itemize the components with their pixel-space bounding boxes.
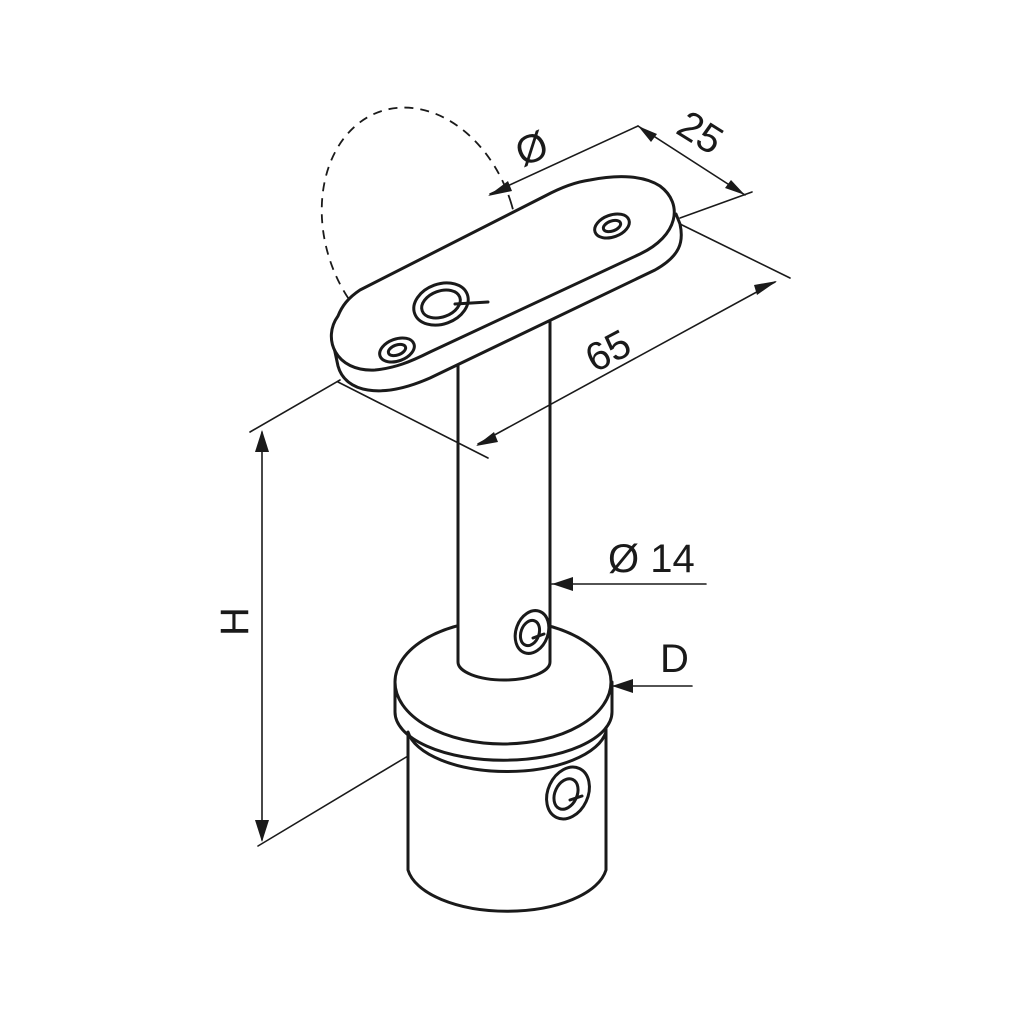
height-dimension [249, 379, 409, 847]
plate-length-label: 65 [578, 321, 638, 381]
left-mount-hole-icon [378, 336, 416, 364]
base-diameter-dimension [611, 679, 693, 693]
base-socket [393, 618, 614, 913]
center-screw-icon [412, 281, 490, 327]
right-mount-hole-icon [593, 212, 631, 240]
rail-diameter-dimension [488, 125, 639, 196]
plate-width-dimension [637, 125, 753, 219]
stem-diameter-label: Ø 14 [608, 537, 695, 581]
plate-length-dimension [337, 223, 791, 459]
stem-set-screw-icon [513, 609, 551, 655]
socket-set-screw-icon [545, 765, 591, 821]
base-diameter-label: D [660, 637, 689, 681]
stem-diameter-dimension [551, 577, 707, 591]
plate-width-label: 25 [669, 103, 730, 164]
stem-tube [456, 316, 552, 682]
height-label: H [213, 607, 257, 636]
handrail-profile-dashed [320, 106, 520, 354]
saddle-plate [329, 175, 683, 393]
